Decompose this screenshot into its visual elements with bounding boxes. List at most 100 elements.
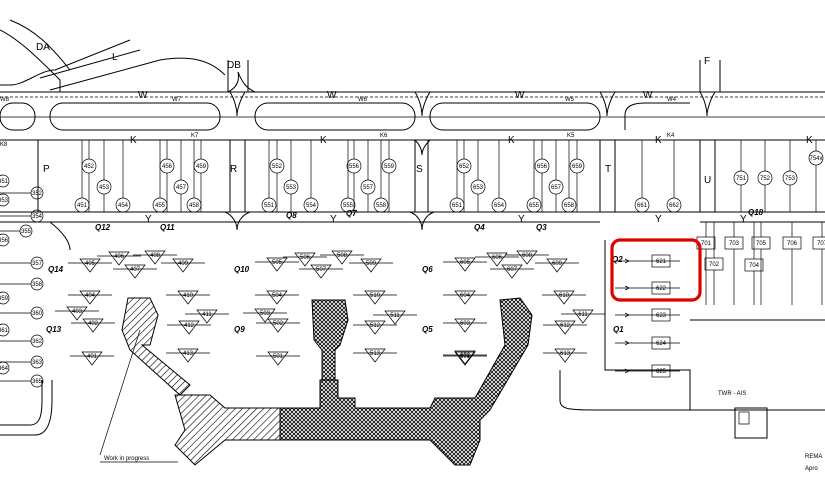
stand-circle[interactable]: 659 [569, 140, 585, 212]
stand-circle[interactable]: 555 [340, 140, 356, 213]
stand-triangle[interactable]: 405 [68, 258, 112, 273]
stand-triangle[interactable]: 413 [166, 348, 210, 363]
stand-circle[interactable]: 551 [261, 140, 277, 213]
stand-circle[interactable]: 452 [81, 140, 97, 212]
stand-62x[interactable]: 625 [615, 364, 680, 378]
stand-left[interactable]: 362 [0, 334, 44, 348]
stand-circle[interactable]: 656 [534, 140, 550, 212]
stand-left[interactable]: 359 [0, 291, 10, 305]
stand-circle[interactable]: 556 [346, 140, 362, 212]
stand-triangle[interactable]: 412 [167, 320, 211, 335]
stand-left[interactable]: 361 [0, 323, 10, 337]
stand-box[interactable]: 707 [812, 222, 825, 305]
stand-triangle[interactable]: 402 [71, 318, 115, 333]
stand-62x[interactable]: 621 [615, 254, 680, 268]
stand-triangle[interactable]: 404 [68, 290, 112, 305]
stand-triangle[interactable]: 403 [55, 306, 99, 321]
stand-triangle[interactable]: 511 [373, 310, 417, 325]
stand-62x[interactable]: 622 [615, 281, 680, 295]
stand-circle[interactable]: 557 [360, 140, 376, 212]
stand-circle[interactable]: 654 [491, 140, 507, 213]
stand-box[interactable]: 702 [704, 222, 724, 305]
stand-triangle[interactable]: 408 [133, 250, 177, 265]
stand-triangle[interactable]: 512 [353, 320, 397, 335]
stand-triangle[interactable]: 611 [561, 309, 605, 324]
stand-circle-label: 652 [459, 164, 470, 170]
stand-triangle[interactable]: 501 [256, 351, 300, 366]
stand-circle[interactable]: 653 [470, 140, 486, 212]
stand-left[interactable]: 358 [0, 277, 44, 291]
stand-triangle[interactable]: 505 [255, 257, 299, 272]
stand-circle[interactable]: 456 [159, 140, 175, 212]
stand-left[interactable]: 365 [0, 374, 44, 388]
stand-triangle[interactable]: 610 [542, 290, 586, 305]
stand-box[interactable]: 704 [744, 222, 764, 305]
stand-left[interactable]: 360 [0, 306, 44, 320]
stand-triangle[interactable]: 613 [543, 348, 587, 363]
stand-triangle[interactable]: 503 [243, 308, 287, 323]
stand-left[interactable]: 355 [0, 224, 33, 238]
stand-triangle[interactable]: 513 [353, 348, 397, 363]
stand-triangle[interactable]: 608 [505, 250, 549, 265]
stand-triangle[interactable]: 507 [299, 264, 343, 279]
stand-circle[interactable]: 451 [74, 140, 90, 213]
stand-triangle[interactable]: 612 [543, 320, 587, 335]
stand-left[interactable]: 354 [0, 209, 44, 223]
stand-triangle[interactable]: 407 [113, 264, 157, 279]
stand-62x[interactable]: 624 [615, 336, 680, 350]
stand-left[interactable]: 351 [0, 174, 10, 188]
stand-triangle[interactable]: 508 [320, 250, 364, 265]
stand-triangle[interactable]: 409 [161, 258, 205, 273]
stand-circle[interactable]: 753 [782, 140, 798, 212]
stand-triangle[interactable]: 604 [443, 290, 487, 305]
stand-circle[interactable]: 754x [808, 140, 824, 212]
stand-triangle[interactable]: 509 [349, 258, 393, 273]
stand-circle[interactable]: 453 [96, 140, 112, 212]
stand-left[interactable]: 353 [0, 193, 10, 207]
stand-circle[interactable]: 751 [733, 140, 749, 212]
stand-circle[interactable]: 658 [561, 140, 577, 213]
stand-circle[interactable]: 752 [757, 140, 773, 212]
stand-left[interactable]: 356 [0, 233, 10, 247]
stand-triangle[interactable]: 603 [443, 318, 487, 333]
stand-circle[interactable]: 661 [634, 140, 650, 213]
stand-triangle-label: 601 [460, 354, 471, 360]
stand-circle[interactable]: 459 [193, 140, 209, 212]
stand-triangle[interactable]: 502 [256, 318, 300, 333]
stand-circle[interactable]: 651 [449, 140, 465, 213]
stand-circle[interactable]: 455 [152, 140, 168, 213]
stand-triangle[interactable]: 406 [97, 251, 141, 266]
stand-triangle[interactable]: 609 [535, 258, 579, 273]
stand-left[interactable]: 363 [0, 355, 44, 369]
stand-circle[interactable]: 652 [456, 140, 472, 212]
stand-triangle[interactable]: 410 [166, 290, 210, 305]
stand-triangle[interactable]: 510 [353, 290, 397, 305]
stand-circle[interactable]: 554 [303, 140, 319, 213]
stand-triangle[interactable]: 601 [443, 351, 487, 366]
stand-box[interactable]: 705 [751, 222, 771, 305]
stand-triangle[interactable]: 401 [70, 351, 114, 366]
stand-62x[interactable]: 623 [615, 308, 680, 322]
stand-circle[interactable]: 558 [373, 140, 389, 213]
stand-left[interactable]: 352 [0, 186, 44, 200]
stand-triangle-label: 512 [370, 323, 381, 329]
stand-triangle[interactable]: 504 [255, 290, 299, 305]
stand-circle[interactable]: 552 [269, 140, 285, 212]
stand-triangle[interactable]: 607 [490, 264, 534, 279]
stand-triangle[interactable]: 606 [475, 252, 519, 267]
stand-triangle[interactable]: 605 [443, 257, 487, 272]
stand-box[interactable]: 706 [782, 222, 802, 305]
stand-circle[interactable]: 662 [666, 140, 682, 213]
stand-circle[interactable]: 457 [173, 140, 189, 212]
stand-left[interactable]: 357 [0, 256, 44, 270]
stand-circle[interactable]: 454 [115, 140, 131, 213]
stand-circle[interactable]: 559 [381, 140, 397, 212]
stand-circle[interactable]: 458 [186, 140, 202, 213]
stand-left[interactable]: 364 [0, 361, 10, 375]
stand-circle[interactable]: 553 [283, 140, 299, 212]
stand-triangle[interactable]: 411 [185, 309, 229, 324]
stand-circle[interactable]: 655 [526, 140, 542, 213]
stand-circle[interactable]: 657 [548, 140, 564, 212]
stand-box[interactable]: 703 [724, 222, 744, 305]
stand-triangle[interactable]: 506 [283, 252, 327, 267]
